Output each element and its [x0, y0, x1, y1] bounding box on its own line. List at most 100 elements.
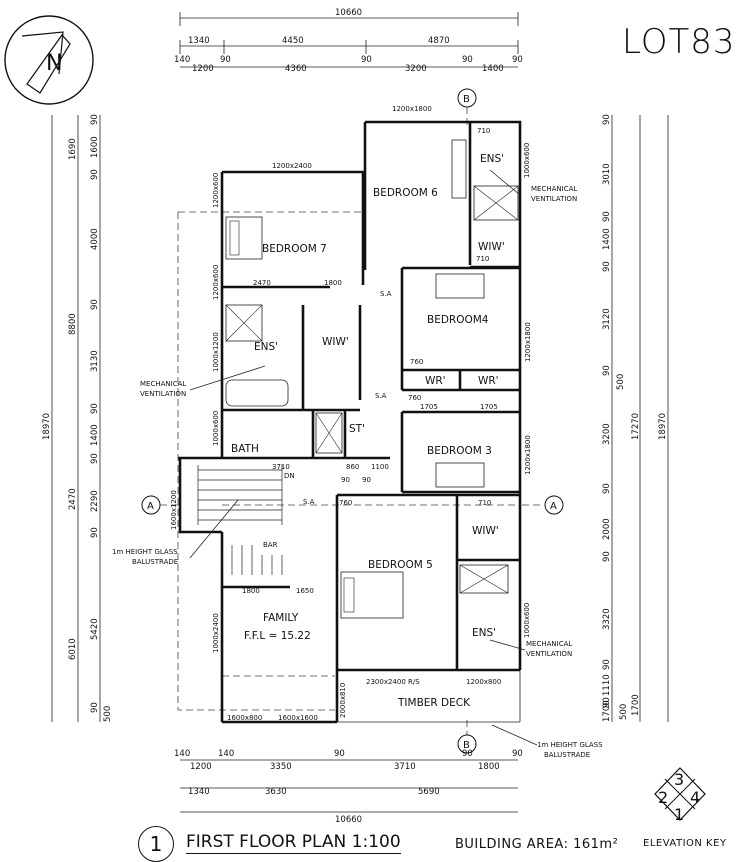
- room-bedroom-3: BEDROOM 3: [427, 445, 492, 457]
- int-dim-760a: 760: [410, 358, 423, 366]
- int-dim-3710: 3710: [272, 463, 290, 471]
- note-glass-2b: BALUSTRADE: [544, 751, 590, 759]
- top-dimensions: 10660 1340 4450 4870 140 1200 90 4360 90…: [174, 8, 523, 74]
- stair-down-label: DN: [284, 472, 295, 480]
- right-dim-17270: 17270: [631, 413, 641, 440]
- right-in-3200: 3200: [602, 423, 612, 445]
- note-glass-2a: 1m HEIGHT GLASS: [537, 741, 603, 749]
- right-in-3120: 3120: [602, 308, 612, 330]
- window-family: 1000x2400: [212, 613, 220, 653]
- right-in-90c: 90: [602, 261, 612, 272]
- left-in-90e: 90: [90, 453, 100, 464]
- key-4: 4: [690, 788, 700, 807]
- left-in-90a: 90: [90, 114, 100, 125]
- lot-number: LOT83: [622, 22, 736, 62]
- left-dim-2470: 2470: [68, 488, 78, 510]
- left-dimensions: 18970 1690 8800 2470 6010 90 1600 90 400…: [42, 114, 113, 722]
- left-dim-1690: 1690: [68, 138, 78, 160]
- top-overall: 10660: [335, 8, 362, 18]
- top-dim-90c: 90: [462, 55, 473, 65]
- window-bed3: 1200x1800: [524, 435, 532, 475]
- right-overall: 18970: [658, 413, 668, 440]
- window-ens7: 1000x1200: [212, 332, 220, 372]
- room-labels: BEDROOM 6 BEDROOM 7 BEDROOM4 BEDROOM 3 B…: [231, 153, 505, 709]
- right-dimensions: 17270 18970 1700 500 90 3010 90 1400 90 …: [602, 114, 669, 722]
- int-dim-760b: 760: [339, 499, 352, 507]
- bot-dim-5690: 5690: [418, 787, 440, 797]
- left-in-90f: 90: [90, 527, 100, 538]
- window-bath: 1000x600: [212, 411, 220, 446]
- bot-dim-3710: 3710: [394, 762, 416, 772]
- left-overall: 18970: [42, 413, 52, 440]
- note-sliding-door: 2300x2400 R/S: [366, 678, 420, 686]
- right-in-90a: 90: [602, 114, 612, 125]
- right-in-90g: 90: [602, 659, 612, 670]
- window-ens6: 1000x600: [523, 143, 531, 178]
- note-glass-1b: BALUSTRADE: [132, 558, 178, 566]
- right-in-90f: 90: [602, 551, 612, 562]
- window-bed6: 1200x1800: [392, 105, 432, 113]
- key-1: 1: [674, 805, 684, 824]
- int-dim-1705b: 1705: [480, 403, 498, 411]
- section-a-left-label: A: [147, 501, 154, 512]
- right-dim-500: 500: [619, 704, 629, 720]
- int-dim-860: 860: [346, 463, 359, 471]
- top-dim-4870: 4870: [428, 36, 450, 46]
- walls: [178, 120, 522, 724]
- right-in-3010: 3010: [602, 163, 612, 185]
- section-marker-b-bottom: B: [457, 734, 477, 754]
- room-ensuite-5: ENS': [472, 627, 496, 639]
- bot-dim-140b: 140: [218, 749, 234, 759]
- note-mech-3a: MECHANICAL: [526, 640, 572, 648]
- int-dim-1650: 1650: [296, 587, 314, 595]
- note-mech-3b: VENTILATION: [526, 650, 572, 658]
- window-bed5: 1200x800: [466, 678, 501, 686]
- room-store: ST': [349, 423, 365, 435]
- bottom-dimensions: 140 1200 140 3350 90 3710 90 1800 90 134…: [174, 749, 523, 825]
- room-bedroom-6: BEDROOM 6: [373, 187, 438, 199]
- left-in-2290: 2290: [90, 490, 100, 512]
- right-in-500: 500: [616, 374, 626, 390]
- room-bedroom-5: BEDROOM 5: [368, 559, 433, 571]
- int-dim-90b: 90: [362, 476, 371, 484]
- top-dim-90a: 90: [220, 55, 231, 65]
- north-label: N: [46, 51, 62, 76]
- note-mech-2b: VENTILATION: [140, 390, 186, 398]
- left-in-1400: 1400: [90, 424, 100, 446]
- bot-overall: 10660: [335, 815, 362, 825]
- window-bed7: 1200x2400: [272, 162, 312, 170]
- right-in-1700: 1700: [602, 700, 612, 722]
- note-mech-2a: MECHANICAL: [140, 380, 186, 388]
- int-dim-1800b: 1800: [242, 587, 260, 595]
- floor-level: F.F.L = 15.22: [244, 630, 311, 642]
- window-ens5: 1000x600: [523, 603, 531, 638]
- left-in-90c: 90: [90, 299, 100, 310]
- int-dim-1800: 1800: [324, 279, 342, 287]
- north-arrow-icon: N: [4, 15, 94, 105]
- room-wiw-5: WIW': [472, 525, 499, 537]
- furniture: [197, 139, 519, 619]
- window-door: 2000x810: [339, 683, 347, 718]
- window-labels: 1200x1800 1200x2400 1200x600 1200x600 10…: [170, 105, 532, 722]
- room-timber-deck: TIMBER DECK: [397, 697, 471, 709]
- left-in-4000: 4000: [90, 228, 100, 250]
- top-dim-140: 140: [174, 55, 190, 65]
- top-dim-1400: 1400: [482, 64, 504, 74]
- right-in-90d: 90: [602, 365, 612, 376]
- left-dim-6010: 6010: [68, 638, 78, 660]
- window-stair: 1600x1200: [170, 490, 178, 530]
- interior-dimensions: 2470 1800 3710 1705 1705 1800 1650 1100 …: [242, 127, 498, 595]
- room-family: FAMILY: [263, 612, 299, 624]
- left-in-500: 500: [103, 706, 113, 722]
- window-bed7-lower: 1200x600: [212, 265, 220, 300]
- right-in-3320: 3320: [602, 608, 612, 630]
- note-sa-1: S.A: [380, 290, 392, 298]
- section-b-bottom-label: B: [463, 740, 470, 751]
- right-in-90e: 90: [602, 483, 612, 494]
- window-bed7-side: 1200x600: [212, 173, 220, 208]
- key-3: 3: [674, 770, 684, 789]
- int-dim-710a: 710: [477, 127, 490, 135]
- top-dim-90b: 90: [361, 55, 372, 65]
- int-dim-2470: 2470: [253, 279, 271, 287]
- key-2: 2: [658, 788, 668, 807]
